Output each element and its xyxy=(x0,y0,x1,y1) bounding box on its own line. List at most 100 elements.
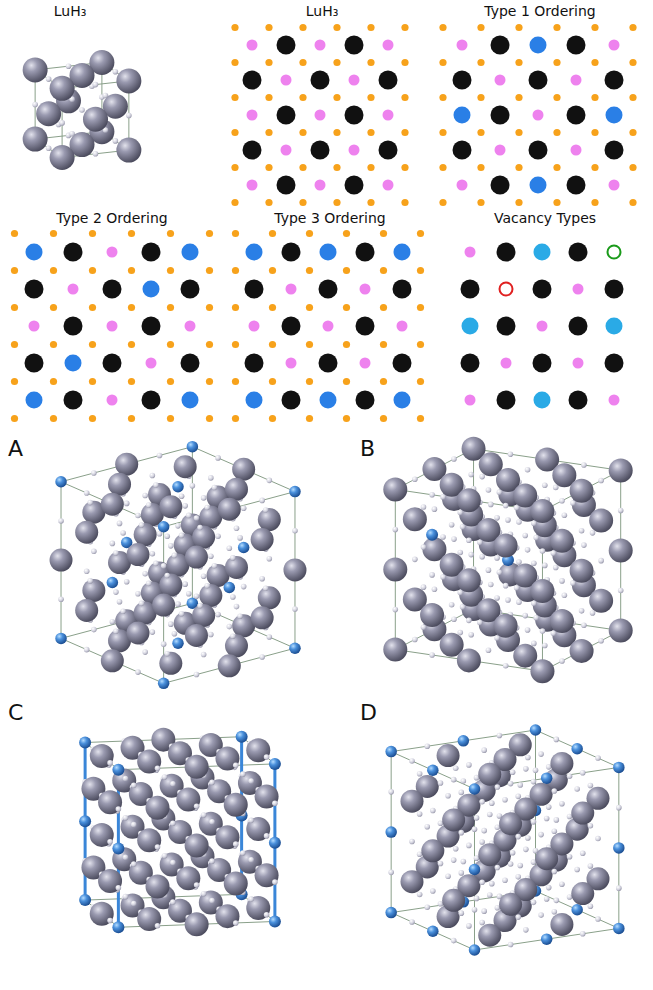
vacancy-ring xyxy=(608,246,621,259)
lutetium-site xyxy=(497,243,516,262)
hydrogen-dot xyxy=(206,378,213,385)
cell-edge xyxy=(85,743,118,770)
hydrogen-site xyxy=(249,321,260,332)
hydrogen-atom xyxy=(91,470,97,476)
lutetium-site xyxy=(356,391,375,410)
dopant-atom xyxy=(79,815,91,827)
hydrogen-atom xyxy=(516,519,522,525)
hydrogen-atom xyxy=(503,583,509,589)
lutetium-atom xyxy=(116,138,141,163)
hydrogen-atom xyxy=(510,850,516,856)
lutetium-atom xyxy=(383,557,407,581)
hydrogen-atom xyxy=(170,781,176,787)
hydrogen-dot xyxy=(477,59,484,66)
dopant-atom xyxy=(458,735,470,747)
hydrogen-dot xyxy=(439,94,446,101)
hydrogen-site xyxy=(609,180,620,191)
hydrogen-atom xyxy=(120,608,126,614)
hydrogen-atom xyxy=(107,918,113,924)
hydrogen-atom xyxy=(412,557,418,563)
hydrogen-atom xyxy=(84,490,90,496)
hydrogen-atom xyxy=(457,510,463,516)
hydrogen-atom xyxy=(466,843,472,849)
hydrogen-atom xyxy=(120,530,126,536)
hydrogen-atom xyxy=(432,586,438,592)
hydrogen-atom xyxy=(230,594,236,600)
hydrogen-atom xyxy=(123,815,129,821)
lutetium-site xyxy=(25,280,44,299)
hydrogen-atom xyxy=(155,765,161,771)
lutetium-atom xyxy=(185,624,208,647)
hydrogen-atom xyxy=(451,938,457,944)
hydrogen-atom xyxy=(538,912,544,918)
hydrogen-atom xyxy=(429,572,435,578)
lutetium-atom xyxy=(218,498,241,521)
lutetium-atom xyxy=(609,458,633,482)
dopant-atom xyxy=(224,582,236,594)
hydrogen-dot xyxy=(128,341,135,348)
dopant-site xyxy=(26,392,43,409)
hydrogen-atom xyxy=(551,788,557,794)
lutetium-site xyxy=(491,176,510,195)
hydrogen-dot xyxy=(231,164,238,171)
hydrogen-atom xyxy=(616,805,622,811)
hydrogen-dot xyxy=(553,199,560,206)
lutetium-atom xyxy=(400,870,423,893)
hydrogen-dot xyxy=(265,94,272,101)
hydrogen-atom xyxy=(553,565,559,571)
hydrogen-dot xyxy=(343,304,350,311)
lutetium-atom xyxy=(82,579,105,602)
dopant-atom xyxy=(112,764,124,776)
lutetium-site xyxy=(282,391,301,410)
hydrogen-atom xyxy=(588,903,594,909)
lutetium-site xyxy=(245,280,264,299)
hydrogen-site xyxy=(609,40,620,51)
lutetium-atom xyxy=(530,499,554,523)
hydrogen-atom xyxy=(438,780,444,786)
hydrogen-atom xyxy=(241,584,247,590)
lutetium-site xyxy=(277,176,296,195)
lutetium-atom xyxy=(98,790,122,814)
hydrogen-atom xyxy=(574,867,580,873)
hydrogen-atom xyxy=(616,885,622,891)
hydrogen-site xyxy=(495,75,506,86)
hydrogen-dot xyxy=(11,341,18,348)
hydrogen-atom xyxy=(514,505,520,511)
panel-title: Type 2 Ordering xyxy=(56,210,167,227)
hydrogen-dot xyxy=(515,94,522,101)
hydrogen-dot xyxy=(269,230,276,237)
hydrogen-atom xyxy=(248,778,254,784)
lutetium-atom xyxy=(589,509,613,533)
dopant-atom xyxy=(571,743,583,755)
lutetium-atom xyxy=(50,145,75,170)
hydrogen-dot xyxy=(343,230,350,237)
hydrogen-atom xyxy=(113,589,119,595)
hydrogen-atom xyxy=(84,647,90,653)
hydrogen-dot xyxy=(477,164,484,171)
hydrogen-dot xyxy=(417,341,424,348)
hydrogen-atom xyxy=(170,899,176,905)
hydrogen-atom xyxy=(272,801,278,807)
crystal-model xyxy=(23,50,142,170)
hydrogen-atom xyxy=(486,567,492,573)
hydrogen-atom xyxy=(516,599,522,605)
hydrogen-dot xyxy=(232,230,239,237)
dopant-atom xyxy=(112,921,124,933)
lutetium-site xyxy=(103,354,122,373)
hydrogen-site xyxy=(315,110,326,121)
hydrogen-dot xyxy=(206,415,213,422)
dopant-atom xyxy=(289,486,301,498)
hydrogen-atom xyxy=(489,800,495,806)
hydrogen-atom xyxy=(495,865,501,871)
hydrogen-dot xyxy=(367,129,374,136)
hydrogen-atom xyxy=(497,733,503,739)
hydrogen-dot xyxy=(167,267,174,274)
lutetium-atom xyxy=(146,796,170,820)
dopant-site xyxy=(454,107,471,124)
hydrogen-atom xyxy=(194,593,200,599)
lutetium-atom xyxy=(159,495,182,518)
cell-edge xyxy=(85,900,118,927)
hydrogen-atom xyxy=(494,515,500,521)
lutetium-atom xyxy=(101,493,124,516)
hydrogen-site xyxy=(383,180,394,191)
